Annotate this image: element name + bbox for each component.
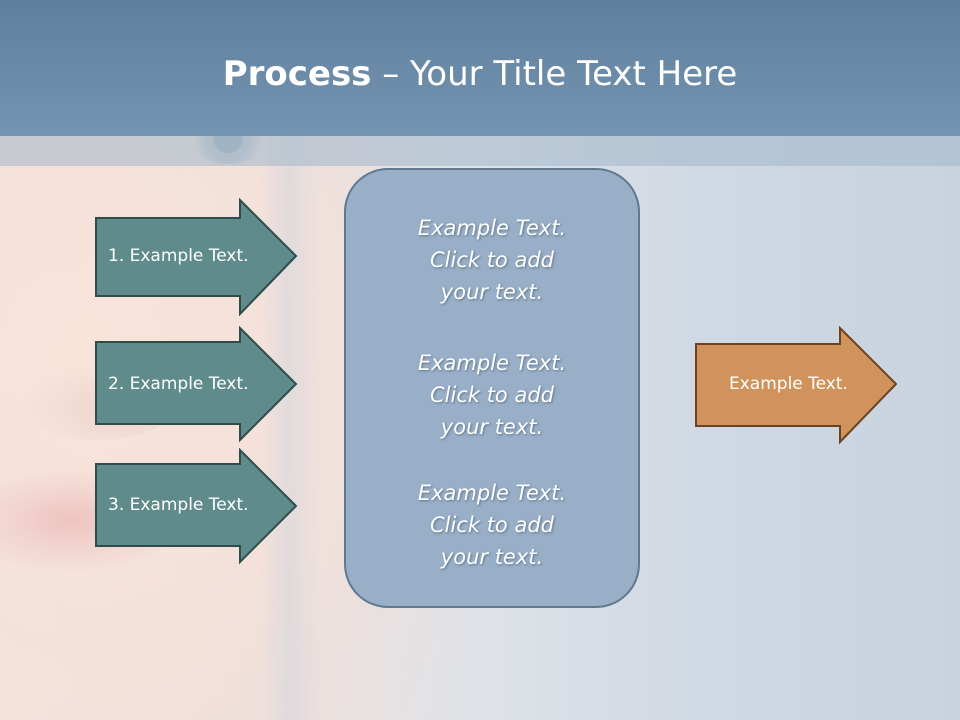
title-bar	[0, 0, 960, 136]
center-block-1-line-1: Example Text.	[417, 216, 567, 240]
left-arrow-1-label: 1. Example Text.	[108, 246, 249, 266]
left-arrow-3[interactable]	[94, 448, 300, 566]
center-block-3-line-3: your text.	[440, 545, 544, 569]
slide-title[interactable]: Process – Your Title Text Here	[0, 52, 960, 96]
right-arrow[interactable]	[694, 326, 900, 446]
center-block-2-line-3: your text.	[440, 415, 544, 439]
right-arrow-label: Example Text.	[729, 374, 848, 394]
slide-title-bold: Process	[222, 54, 372, 94]
center-block-2: Example Text. Click to add your text.	[344, 347, 640, 443]
left-arrow-1[interactable]	[94, 198, 300, 316]
center-block-3: Example Text. Click to add your text.	[344, 477, 640, 573]
left-arrow-2-label: 2. Example Text.	[108, 374, 249, 394]
center-block-3-line-2: Click to add	[429, 513, 554, 537]
center-block-3-line-1: Example Text.	[417, 481, 567, 505]
center-block-2-line-2: Click to add	[429, 383, 554, 407]
left-arrow-2[interactable]	[94, 326, 300, 444]
center-block-1-line-3: your text.	[440, 280, 544, 304]
slide-title-rest: – Your Title Text Here	[371, 54, 738, 94]
center-block-2-line-1: Example Text.	[417, 351, 567, 375]
center-text-box[interactable]	[344, 168, 640, 608]
center-block-1-line-2: Click to add	[429, 248, 554, 272]
title-sub-strip	[0, 136, 960, 166]
center-block-1: Example Text. Click to add your text.	[344, 212, 640, 308]
left-arrow-3-label: 3. Example Text.	[108, 495, 249, 515]
